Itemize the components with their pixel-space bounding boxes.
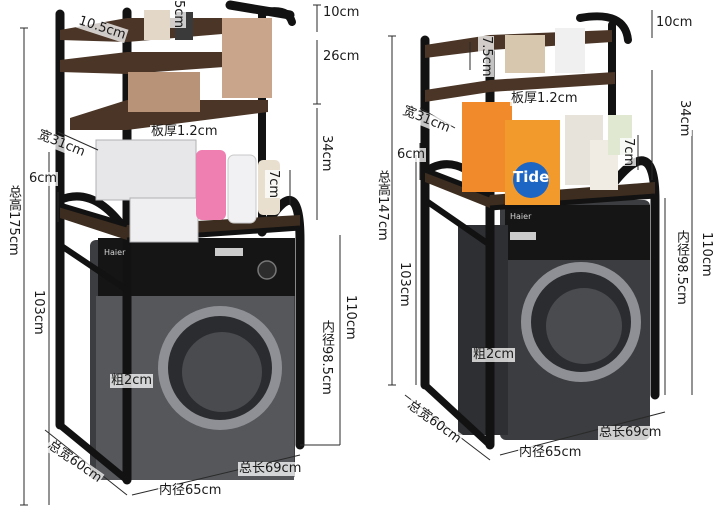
right-inner-width-label: 内径98.5cm [673,230,689,305]
left-total-length-label: 总长69cm [238,461,303,476]
right-thickness-label: 板厚1.2cm [510,91,579,106]
right-top-gap-label: 10cm [655,15,694,30]
right-washer [458,200,650,440]
right-rail-label: 7cm [620,138,636,167]
left-leg-height-label: 103cm [30,290,46,335]
left-small-gap-label: 6cm [28,171,59,186]
left-top-gap-label: 10cm [322,5,361,20]
left-total-height-label: 总高175cm [5,185,21,256]
right-total-length-label: 总长69cm [598,425,663,440]
left-top-gap2-label: 26cm [322,49,361,64]
left-inner-height-label: 110cm [342,295,358,340]
right-shelf-items [462,28,632,205]
left-inner-length-label: 内径65cm [158,483,223,498]
left-tube-label: 粗2cm [110,373,154,388]
left-inner-width-label: 内径98.5cm [318,320,334,395]
right-tube-label: 粗2cm [472,347,516,362]
right-small-gap-label: 6cm [396,147,427,162]
left-shelf-items [95,10,280,243]
tide-logo: Tide [513,168,550,186]
left-thickness-label: 板厚1.2cm [150,124,219,139]
right-washer-brand: Haier [510,212,532,221]
left-washer-brand: Haier [104,248,126,257]
left-middle-gap-label: 34cm [318,135,334,172]
right-inner-length-label: 内径65cm [518,445,583,460]
right-middle-gap-label: 34cm [676,100,692,137]
right-total-height-label: 总高147cm [374,170,390,241]
right-top-width-label: 7.5cm [478,36,494,77]
right-inner-height-label: 110cm [698,232,714,277]
right-leg-height-label: 103cm [396,262,412,307]
left-top-small-label: 5cm [170,0,186,29]
left-rail-label: 7cm [265,170,281,199]
left-washer [90,238,295,480]
